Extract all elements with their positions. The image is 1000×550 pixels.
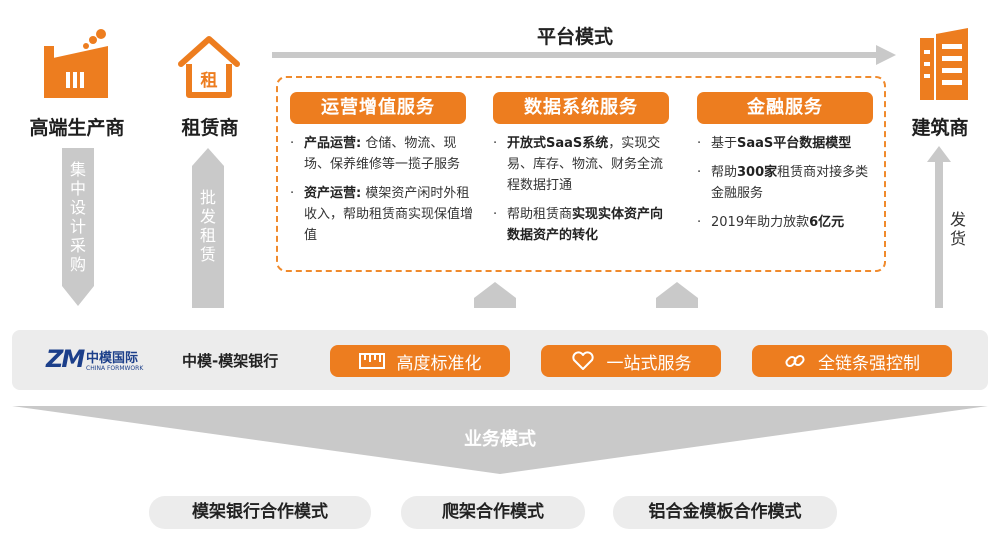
- service-header-finance: 金融服务: [697, 92, 873, 124]
- list-item: ·帮助300家租赁商对接多类金融服务: [697, 165, 869, 201]
- link-icon: [785, 354, 805, 368]
- heart-icon: [571, 351, 594, 370]
- logo-cn: 中模国际: [86, 351, 139, 366]
- manufacturer-label: 高端生产商: [29, 117, 125, 139]
- wholesale-arrow: [192, 148, 224, 308]
- mode-climbing-frame: 爬架合作模式: [401, 496, 585, 529]
- service-list-data: ·开放式SaaS系统，实现交易、库存、物流、财务全流程数据打通 ·帮助租赁商实现…: [493, 133, 673, 254]
- factory-icon: [44, 29, 108, 98]
- builder-label: 建筑商: [911, 117, 969, 139]
- mode-aluminum-formwork: 铝合金模板合作模式: [613, 496, 837, 529]
- feature-full-chain: 全链条强控制: [752, 345, 952, 377]
- service-header-data: 数据系统服务: [493, 92, 669, 124]
- mode-formwork-bank: 模架银行合作模式: [149, 496, 371, 529]
- house-icon: [178, 36, 240, 98]
- service-header-operations: 运营增值服务: [290, 92, 466, 124]
- platform-label: 平台模式: [536, 26, 613, 48]
- feature-one-stop: 一站式服务: [541, 345, 721, 377]
- ruler-icon: [358, 353, 385, 369]
- building-icon: [920, 28, 968, 100]
- house-icon-char: 租: [200, 71, 218, 91]
- procurement-arrow: [62, 148, 94, 306]
- platform-arrow: [272, 45, 896, 65]
- delivery-text: 发货: [950, 210, 967, 248]
- business-label: 业务模式: [464, 429, 536, 450]
- feature-standardization: 高度标准化: [330, 345, 510, 377]
- list-item: ·资产运营: 模架资产闲时外租收入，帮助租赁商实现保值增值: [290, 186, 474, 243]
- list-item: ·2019年助力放款6亿元: [697, 215, 845, 230]
- list-item: ·基于SaaS平台数据模型: [697, 136, 852, 151]
- wholesale-text: 批发租赁: [199, 188, 216, 264]
- company-logo: ZM 中模国际 CHINA FORMWORK: [46, 345, 156, 377]
- logo-mark: ZM: [46, 345, 85, 373]
- list-item: ·产品运营: 仓储、物流、现场、保养维修等一揽子服务: [290, 136, 461, 172]
- lessor-label: 租赁商: [181, 117, 239, 139]
- delivery-arrow: [927, 146, 951, 308]
- list-item: ·开放式SaaS系统，实现交易、库存、物流、财务全流程数据打通: [493, 136, 664, 193]
- company-name: 中模-模架银行: [182, 352, 279, 370]
- service-list-operations: ·产品运营: 仓储、物流、现场、保养维修等一揽子服务 ·资产运营: 模架资产闲时…: [290, 133, 474, 254]
- list-item: ·帮助租赁商实现实体资产向数据资产的转化: [493, 207, 664, 243]
- up-arrow-left: [474, 282, 516, 308]
- procurement-text: 集中设计采购: [69, 160, 86, 274]
- service-list-finance: ·基于SaaS平台数据模型 ·帮助300家租赁商对接多类金融服务 ·2019年助…: [697, 133, 877, 241]
- logo-en: CHINA FORMWORK: [86, 365, 144, 372]
- up-arrow-right: [656, 282, 698, 308]
- services-box: [276, 76, 886, 272]
- business-funnel: [12, 406, 988, 474]
